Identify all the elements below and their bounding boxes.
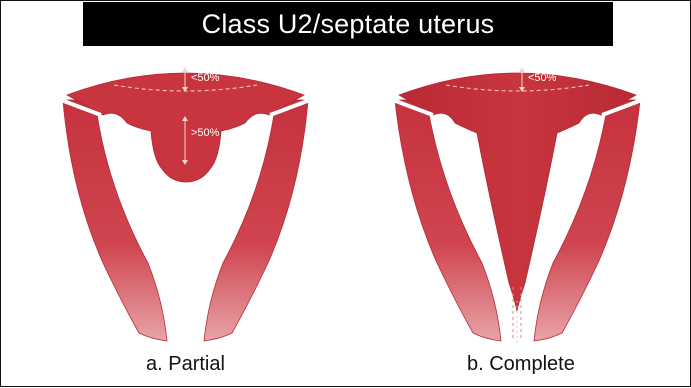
fundus-label-complete: <50% (528, 72, 557, 84)
panel-complete: <50% (393, 67, 642, 343)
septum-label-partial: >50% (191, 127, 220, 139)
fundus-label-partial: <50% (191, 72, 220, 84)
title-bar: Class U2/septate uterus (83, 2, 613, 46)
panel-partial: <50% >50% (61, 67, 310, 341)
caption-complete: b. Complete (467, 353, 575, 376)
diagram-title: Class U2/septate uterus (202, 9, 495, 40)
caption-partial: a. Partial (146, 353, 225, 376)
